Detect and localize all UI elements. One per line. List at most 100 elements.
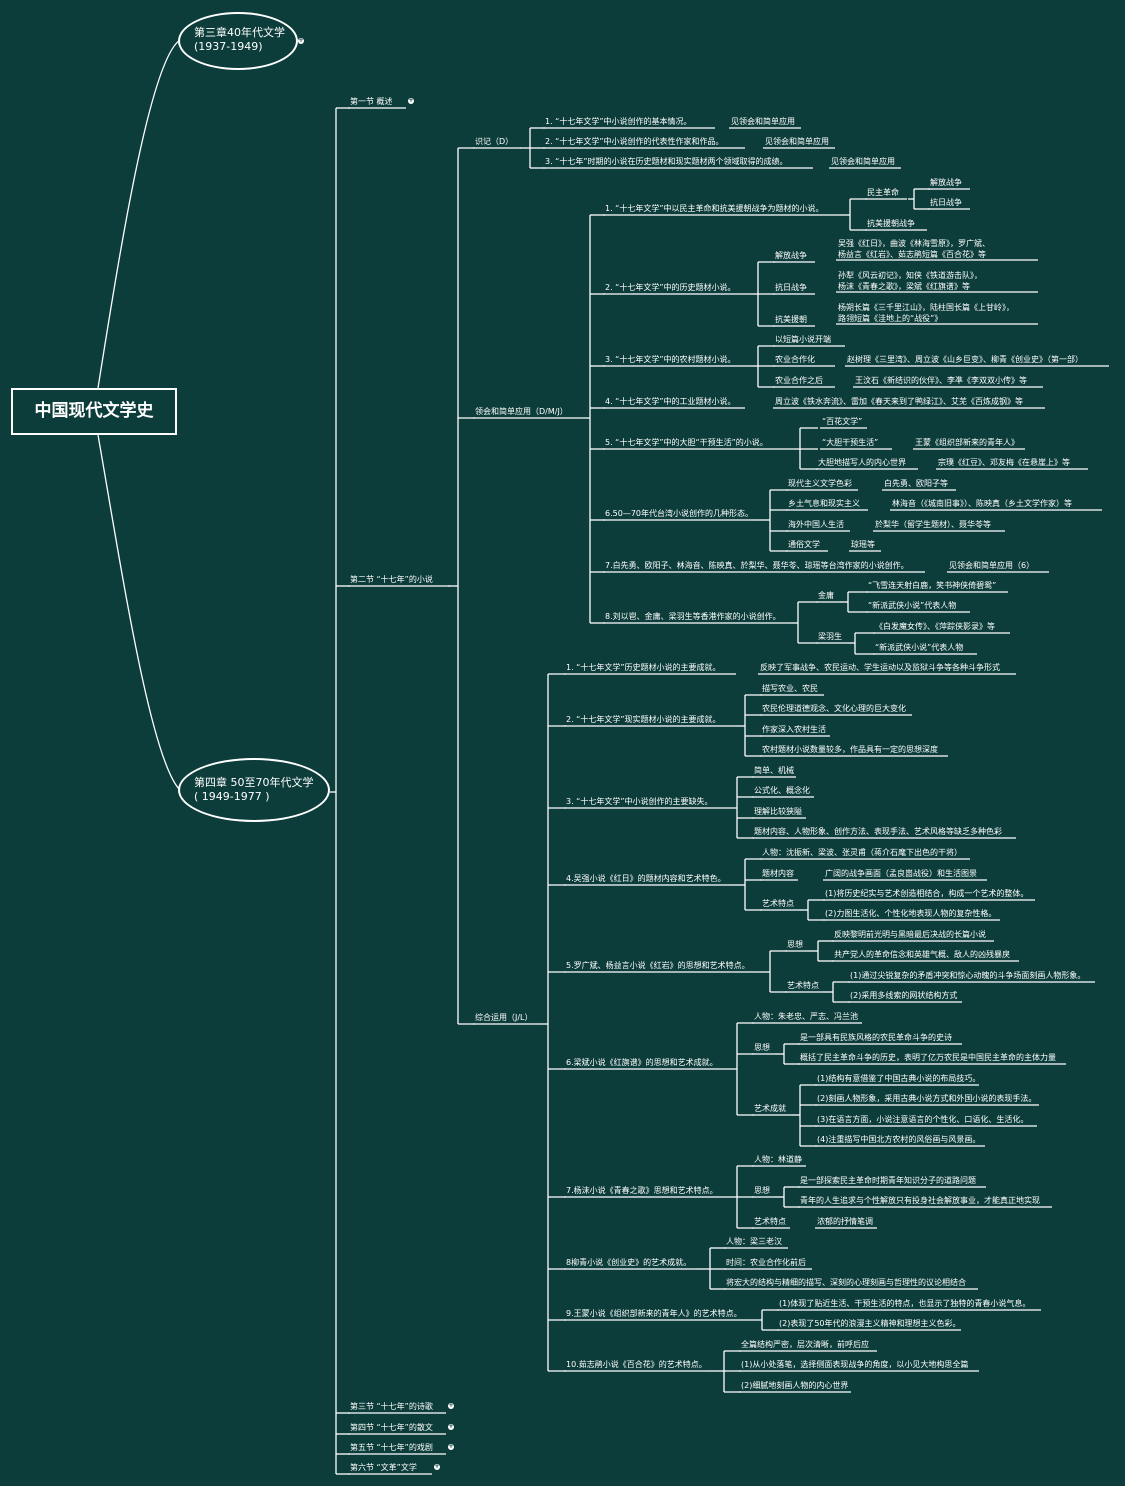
c6-art-3[interactable]: (3)在语言方面，小说注意语言的个性化、口语化、生活化。: [817, 1115, 1029, 1124]
c3-r3[interactable]: 理解比较狭隘: [754, 807, 802, 816]
c6-art-2[interactable]: (2)刻画人物形象，采用古典小说方式和外国小说的表现手法。: [817, 1094, 1037, 1103]
c6-idea-k[interactable]: 思想: [754, 1043, 770, 1052]
c5-idea-k[interactable]: 思想: [787, 940, 803, 949]
c2-r3[interactable]: 作家深入农村生活: [762, 725, 826, 734]
c4-art-2[interactable]: (2)力图生活化、个性化地表现人物的复杂性格。: [825, 909, 997, 918]
a5-k1[interactable]: “百花文学”: [822, 417, 863, 426]
section-1[interactable]: 第一节 概述: [350, 97, 393, 106]
c8-r3[interactable]: 将宏大的结构与精细的描写、深刻的心理刻画与哲理性的议论相结合: [726, 1278, 966, 1287]
c2-r4[interactable]: 农村题材小说数量较多，作品具有一定的思想深度: [762, 745, 938, 754]
c1-v[interactable]: 反映了军事战争、农民运动、学生运动以及监狱斗争等各种斗争形式: [760, 663, 1000, 672]
c6-idea-2[interactable]: 概括了民主革命斗争的历史，表明了亿万农民是中国民主革命的主体力量: [800, 1053, 1056, 1062]
a3-first[interactable]: 以短篇小说开端: [775, 335, 831, 344]
c2-r1[interactable]: 描写农业、农民: [762, 684, 818, 693]
c5-art-1[interactable]: (1)通过尖锐复杂的矛盾冲突和惊心动魄的斗争场面刻画人物形象。: [850, 971, 1086, 980]
a1-kangmei[interactable]: 抗美援朝战争: [867, 219, 915, 228]
expand-icon[interactable]: +: [448, 1423, 454, 1430]
c4-topic-v[interactable]: 广阔的战争画面（孟良崮战役）和生活图景: [825, 869, 977, 878]
c10-r3[interactable]: (2)细腻地刻画人物的内心世界: [741, 1381, 849, 1390]
c4-art-k[interactable]: 艺术特点: [762, 899, 794, 908]
c7-people[interactable]: 人物：林道静: [754, 1155, 802, 1164]
apply-item-3[interactable]: 3. “十七年文学”中的农村题材小说。: [605, 355, 736, 364]
apply-item-1[interactable]: 1. “十七年文学”中以民主革命和抗美援朝战争为题材的小说。: [605, 204, 824, 213]
synth-item-2[interactable]: 2. “十七年文学”现实题材小说的主要成就。: [566, 715, 721, 724]
a2-v1[interactable]: 吴强《红日》，曲波《林海雪原》，罗广斌、 杨益言《红岩》、茹志鹃短篇《百合花》等: [838, 239, 990, 259]
a6-v2[interactable]: 林海音（《城南旧事》）、陈映真（乡土文学作家）等: [892, 499, 1072, 508]
level-apply[interactable]: 领会和简单应用（D/M/J）: [475, 407, 568, 416]
apply-item-8[interactable]: 8.刘以鬯、金庸、梁羽生等香港作家的小说创作。: [605, 612, 781, 621]
c10-r1[interactable]: 全篇结构严密，层次清晰，前呼后应: [741, 1340, 869, 1349]
a5-k2[interactable]: “大胆干预生活”: [822, 438, 879, 447]
expand-icon[interactable]: +: [448, 1402, 454, 1409]
a6-v3[interactable]: 於梨华（留学生题材）、聂华苓等: [875, 520, 991, 529]
c7-idea-k[interactable]: 思想: [754, 1186, 770, 1195]
a8-liang-2[interactable]: “新派武侠小说”代表人物: [875, 643, 964, 652]
recall-tag-1[interactable]: 见领会和简单应用: [731, 117, 795, 126]
apply-item-7[interactable]: 7.白先勇、欧阳子、林海音、陈映真、於梨华、聂华苓、琼瑶等台湾作家的小说创作。: [605, 561, 909, 570]
c5-idea-2[interactable]: 共产党人的革命信念和英雄气概、敌人的凶残暴戾: [834, 950, 1010, 959]
a1-minzhu[interactable]: 民主革命: [867, 188, 899, 197]
c4-topic-k[interactable]: 题材内容: [762, 869, 794, 878]
c7-art-k[interactable]: 艺术特点: [754, 1217, 786, 1226]
c5-art-2[interactable]: (2)采用多线索的网状结构方式: [850, 991, 958, 1000]
c4-art-1[interactable]: (1)将历史纪实与艺术创造相结合，构成一个艺术的整体。: [825, 889, 1029, 898]
section-5[interactable]: 第五节 “十七年”的戏剧: [350, 1443, 433, 1452]
a6-k1[interactable]: 现代主义文学色彩: [788, 479, 852, 488]
a6-k2[interactable]: 乡土气息和现实主义: [788, 499, 860, 508]
c7-art-v[interactable]: 浓郁的抒情笔调: [817, 1217, 873, 1226]
synth-item-3[interactable]: 3. “十七年文学”中小说创作的主要缺失。: [566, 797, 713, 806]
chapter4-node[interactable]: 第四章 50至70年代文学 ( 1949-1977 ): [178, 758, 330, 822]
a2-k3[interactable]: 抗美援朝: [775, 315, 807, 324]
a8-jin-2[interactable]: “新派武侠小说”代表人物: [868, 601, 957, 610]
c3-r4[interactable]: 题材内容、人物形象、创作方法、表现手法、艺术风格等缺乏多种色彩: [754, 827, 1002, 836]
a5-k3[interactable]: 大胆地描写人的内心世界: [818, 458, 906, 467]
c5-idea-1[interactable]: 反映黎明前光明与黑暗最后决战的长篇小说: [834, 930, 986, 939]
chapter3-node[interactable]: 第三章40年代文学 (1937-1949): [178, 12, 298, 70]
a4-v[interactable]: 周立波《铁水奔流》、雷加《春天来到了鸭绿江》、艾芜《百炼成钢》等: [775, 397, 1023, 406]
expand-icon[interactable]: +: [408, 97, 414, 104]
synth-item-6[interactable]: 6.梁斌小说《红旗谱》的思想和艺术成就。: [566, 1058, 718, 1067]
c7-idea-2[interactable]: 青年的人生追求与个性解放只有投身社会解放事业，才能真正地实现: [800, 1196, 1040, 1205]
a6-k4[interactable]: 通俗文学: [788, 540, 820, 549]
c6-art-1[interactable]: (1)结构有意借鉴了中国古典小说的布局技巧。: [817, 1074, 981, 1083]
expand-icon[interactable]: +: [434, 1463, 440, 1470]
expand-icon[interactable]: +: [298, 37, 304, 44]
expand-icon[interactable]: +: [448, 1443, 454, 1450]
a6-k3[interactable]: 海外中国人生活: [788, 520, 844, 529]
synth-item-1[interactable]: 1. “十七年文学”历史题材小说的主要成就。: [566, 663, 721, 672]
a3-k1[interactable]: 农业合作化: [775, 355, 815, 364]
c3-r2[interactable]: 公式化、概念化: [754, 786, 810, 795]
a3-k2[interactable]: 农业合作之后: [775, 376, 823, 385]
a2-v3[interactable]: 杨朔长篇《三千里江山》，陆柱国长篇《上甘岭》， 路翎短篇《洼地上的“战役”》: [838, 303, 1014, 323]
a7-v[interactable]: 见领会和简单应用（6）: [949, 561, 1035, 570]
section-6[interactable]: 第六节 “文革”文学: [350, 1463, 417, 1472]
recall-item-1[interactable]: 1. “十七年文学”中小说创作的基本情况。: [545, 117, 692, 126]
section-4[interactable]: 第四节 “十七年”的散文: [350, 1423, 433, 1432]
a8-jin-1[interactable]: “飞雪连天射白鹿，笑书神侠倚碧鸳”: [868, 581, 997, 590]
c6-art-k[interactable]: 艺术成就: [754, 1104, 786, 1113]
a2-v2[interactable]: 孙犁《风云初记》，知侠《铁道游击队》， 杨沫《青春之歌》，梁斌《红旗谱》等: [838, 271, 982, 291]
a8-liang-1[interactable]: 《白发魔女传》、《萍踪侠影录》等: [875, 622, 995, 631]
synth-item-9[interactable]: 9.王蒙小说《组织部新来的青年人》的艺术特点。: [566, 1309, 742, 1318]
section-2[interactable]: 第二节 “十七年”的小说: [350, 575, 433, 584]
c2-r2[interactable]: 农民伦理道德观念、文化心理的巨大变化: [762, 704, 906, 713]
a1-kangri[interactable]: 抗日战争: [930, 198, 962, 207]
synth-item-8[interactable]: 8柳青小说《创业史》的艺术成就。: [566, 1258, 692, 1267]
c6-art-4[interactable]: (4)注重描写中国北方农村的风俗画与风景画。: [817, 1135, 981, 1144]
synth-item-7[interactable]: 7.杨沫小说《青春之歌》思想和艺术特点。: [566, 1186, 718, 1195]
level-synth[interactable]: 综合运用（J/L）: [475, 1013, 533, 1022]
recall-item-3[interactable]: 3. “十七年”时期的小说在历史题材和现实题材两个领域取得的成绩。: [545, 157, 788, 166]
recall-item-2[interactable]: 2. “十七年文学”中小说创作的代表性作家和作品。: [545, 137, 724, 146]
apply-item-5[interactable]: 5. “十七年文学”中的大胆“干预生活”的小说。: [605, 438, 768, 447]
a2-k2[interactable]: 抗日战争: [775, 283, 807, 292]
section-3[interactable]: 第三节 “十七年”的诗歌: [350, 1402, 433, 1411]
a5-v3[interactable]: 宗璞《红豆》、邓友梅《在悬崖上》等: [938, 458, 1070, 467]
c6-idea-1[interactable]: 是一部具有民族风格的农民革命斗争的史诗: [800, 1033, 952, 1042]
c6-people[interactable]: 人物：朱老忠、严志、冯兰池: [754, 1012, 858, 1021]
apply-item-4[interactable]: 4. “十七年文学”中的工业题材小说。: [605, 397, 736, 406]
a8-jin[interactable]: 金庸: [818, 591, 834, 600]
a5-v2[interactable]: 王蒙《组织部新来的青年人》: [915, 438, 1019, 447]
root-node[interactable]: 中国现代文学史: [11, 388, 177, 435]
a1-jiefang[interactable]: 解放战争: [930, 178, 962, 187]
a2-k1[interactable]: 解放战争: [775, 251, 807, 260]
